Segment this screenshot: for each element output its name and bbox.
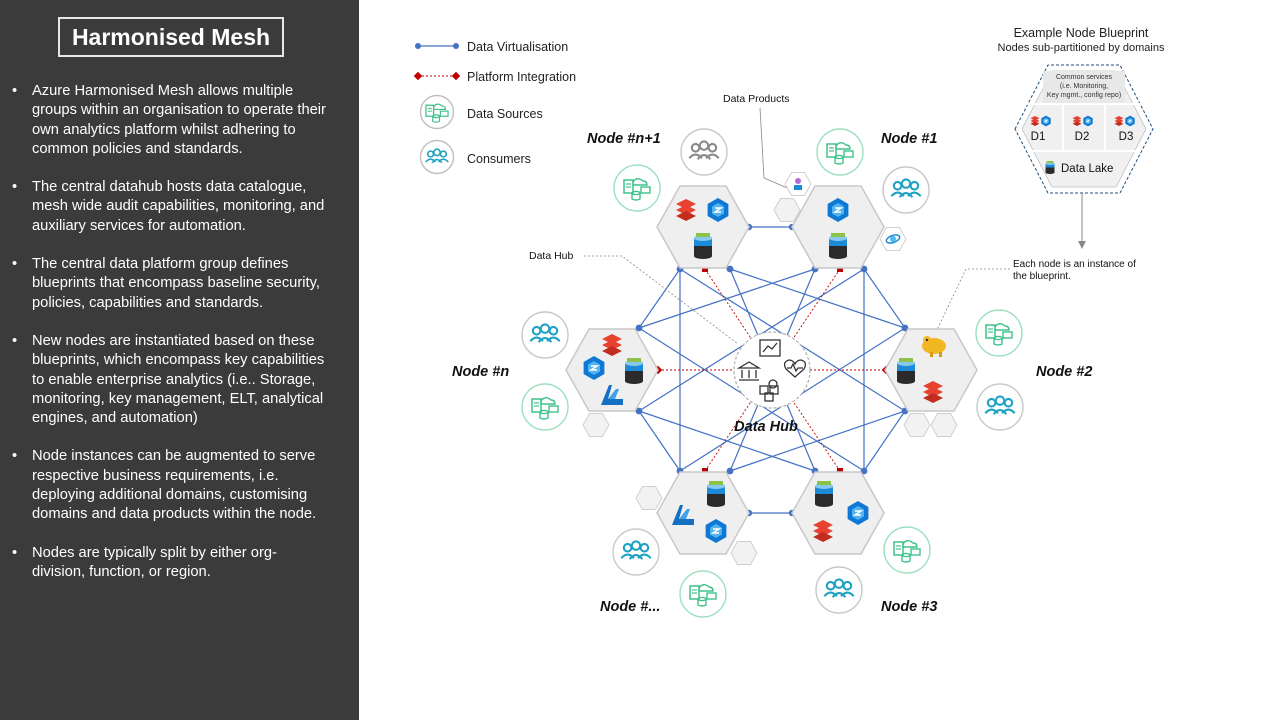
node-label-3: Node #3 (881, 599, 937, 615)
legend-integration-symbol (413, 71, 461, 81)
bullet-item: The central data platform group defines … (12, 255, 327, 313)
mesh-diagram: Data Virtualisation Platform Integration… (413, 26, 1165, 618)
node-hex-n-plus-1 (656, 185, 750, 269)
monitoring-icon (783, 359, 807, 378)
legend-consumers-label: Consumers (467, 152, 531, 166)
catalogue-icon (759, 339, 781, 357)
sources-icon (975, 309, 1023, 357)
consumers-icon (521, 311, 569, 359)
blueprint-title: Example Node Blueprint (1014, 26, 1149, 40)
data-products-label: Data Products (723, 93, 790, 105)
bullet-item: New nodes are instantiated based on thes… (12, 332, 327, 428)
consumers-icon (680, 128, 728, 176)
bullet-item: Nodes are typically split by either org-… (12, 544, 327, 583)
bank-icon (736, 361, 762, 381)
page-title: Harmonised Mesh (71, 23, 271, 50)
legend-sources-icon (419, 94, 455, 130)
title-box: Harmonised Mesh (58, 17, 284, 57)
data-hub (733, 331, 811, 409)
consumers-icon (882, 166, 930, 214)
sources-icon (883, 526, 931, 574)
blueprint-subtitle: Nodes sub-partitioned by domains (998, 42, 1165, 54)
blueprint-common-line1: Common services (1056, 74, 1113, 81)
data-hub-label: Data Hub (734, 419, 798, 435)
legend-integration-label: Platform Integration (467, 70, 576, 84)
consumers-icon (612, 528, 660, 576)
data-products-callout: Data Products (723, 93, 793, 191)
sources-icon (816, 128, 864, 176)
node-hex-more (656, 471, 750, 555)
bullet-item: The central datahub hosts data catalogue… (12, 178, 327, 236)
consumers-icon (976, 383, 1024, 431)
sources-icon (613, 164, 661, 212)
node-hex-2 (884, 328, 978, 412)
data-lake: Data Lake (1045, 161, 1113, 175)
node-hex-3 (791, 471, 885, 555)
bullet-item: Node instances can be augmented to serve… (12, 447, 327, 524)
node-hex-1 (791, 185, 885, 269)
blueprint: Example Node Blueprint Nodes sub-partiti… (998, 26, 1165, 249)
legend-sources-label: Data Sources (467, 107, 543, 121)
domain-d3: D3 (1114, 115, 1136, 143)
domain-d3-label: D3 (1119, 131, 1134, 143)
instance-callout: Each node is an instance of the blueprin… (933, 259, 1136, 337)
node-label-1: Node #1 (881, 131, 937, 147)
consumers-icon (815, 566, 863, 614)
node-label-2: Node #2 (1036, 364, 1092, 380)
domain-d2: D2 (1072, 115, 1094, 143)
node-label-n: Node #n (452, 364, 509, 380)
data-lake-label: Data Lake (1061, 163, 1113, 175)
domain-d1-label: D1 (1031, 131, 1046, 143)
instance-callout-line2: the blueprint. (1013, 271, 1071, 282)
legend-consumers-icon (419, 139, 455, 175)
sources-icon (679, 570, 727, 618)
sources-icon (521, 383, 569, 431)
domain-d2-label: D2 (1075, 131, 1090, 143)
legend-virtualisation-symbol (415, 43, 459, 49)
bullet-item: Azure Harmonised Mesh allows multiple gr… (12, 82, 327, 159)
node-label-n-plus-1: Node #n+1 (587, 131, 661, 147)
data-hub-callout-label: Data Hub (529, 250, 574, 262)
node-hex-n (565, 328, 659, 412)
legend-virtualisation-label: Data Virtualisation (467, 40, 568, 54)
instance-callout-line1: Each node is an instance of (1013, 259, 1136, 270)
node-label-more: Node #... (600, 599, 660, 615)
blueprint-common-line3: Key mgmt., config repo) (1047, 92, 1121, 99)
data-hub-callout: Data Hub (529, 250, 739, 345)
bullet-list: Azure Harmonised Mesh allows multiple gr… (12, 82, 327, 601)
data-product-tiles (784, 172, 907, 251)
domain-d1: D1 (1030, 115, 1052, 143)
legend: Data Virtualisation Platform Integration… (413, 40, 576, 175)
blueprint-common-line2: (i.e. Monitoring, (1060, 83, 1108, 90)
automation-icon (759, 379, 779, 402)
sidebar: Harmonised Mesh Azure Harmonised Mesh al… (0, 0, 359, 720)
